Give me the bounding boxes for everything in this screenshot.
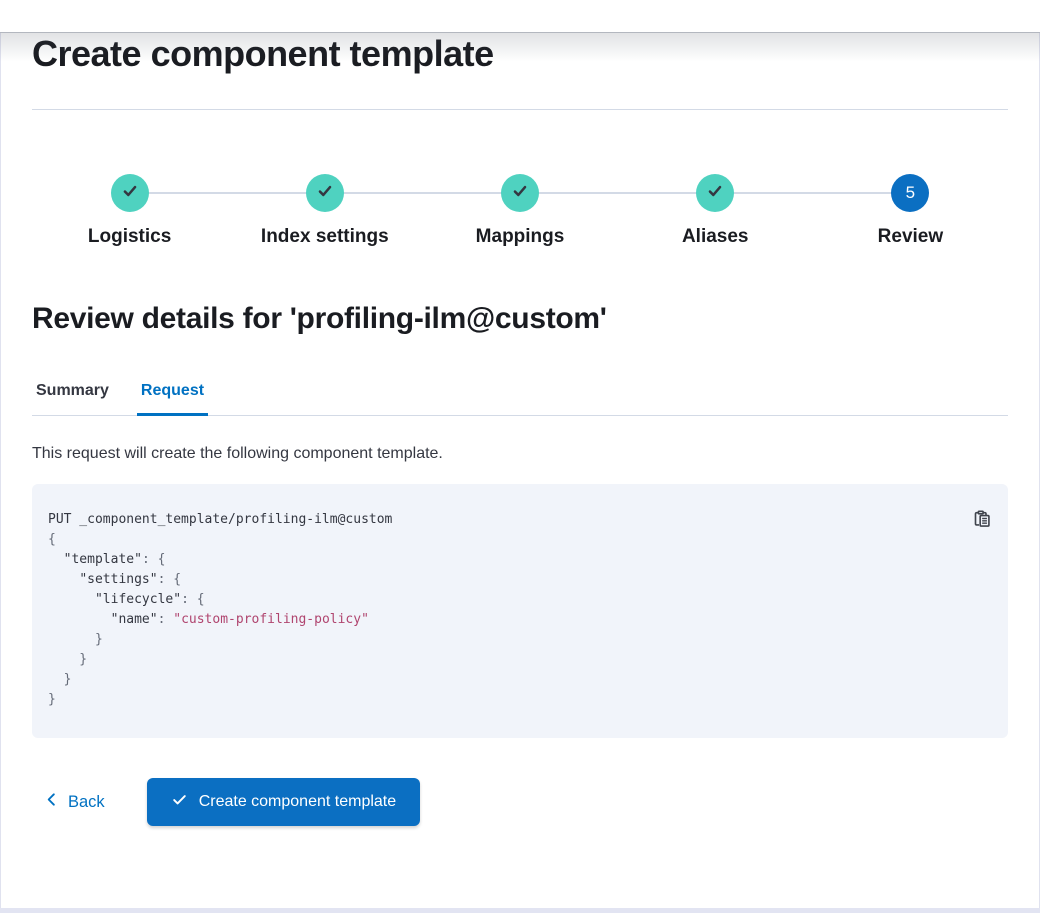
code-line: PUT _component_template/profiling-ilm@cu…: [48, 512, 393, 527]
code-line: }: [48, 692, 56, 707]
page-content: Create component template Logistics Inde…: [0, 32, 1040, 826]
request-code-block: PUT _component_template/profiling-ilm@cu…: [32, 484, 1008, 738]
check-icon: [511, 182, 529, 205]
review-heading: Review details for 'profiling-ilm@custom…: [32, 302, 607, 335]
title-divider: [32, 109, 1008, 110]
step-complete-indicator: [305, 174, 344, 212]
step-review[interactable]: 5 Review: [813, 174, 1008, 248]
step-index-settings[interactable]: Index settings: [227, 174, 422, 248]
footer-actions: Back Create component template: [32, 778, 1008, 826]
code-line: }: [48, 652, 88, 667]
step-number-indicator: 5: [891, 174, 930, 212]
step-label: Index settings: [260, 226, 389, 247]
code-line: }: [48, 632, 103, 647]
check-icon: [121, 182, 139, 205]
code-line: "name": "custom-profiling-policy": [110, 612, 369, 627]
create-component-template-button[interactable]: Create component template: [146, 778, 421, 826]
tab-request[interactable]: Request: [136, 378, 209, 416]
step-logistics[interactable]: Logistics: [32, 174, 227, 248]
back-button[interactable]: Back: [44, 792, 105, 812]
chevron-left-icon: [44, 792, 59, 812]
left-edge-border: [0, 32, 1, 913]
step-label: Aliases: [681, 226, 749, 247]
code-lines: PUT _component_template/profiling-ilm@cu…: [48, 510, 992, 710]
page-title: Create component template: [32, 33, 494, 74]
step-label: Mappings: [475, 226, 565, 247]
copy-clipboard-icon: [972, 508, 993, 532]
check-icon: [316, 182, 334, 205]
step-mappings[interactable]: Mappings: [422, 174, 617, 248]
bottom-strip: [0, 908, 1040, 913]
step-complete-indicator: [696, 174, 735, 212]
code-line: "settings": {: [79, 572, 182, 587]
copy-button[interactable]: [970, 508, 994, 532]
check-icon: [171, 791, 188, 813]
request-description: This request will create the following c…: [32, 445, 443, 462]
check-icon: [706, 182, 724, 205]
code-line: "template": {: [63, 552, 166, 567]
code-line: "lifecycle": {: [94, 592, 205, 607]
step-aliases[interactable]: Aliases: [618, 174, 813, 248]
code-line: {: [48, 532, 56, 547]
step-complete-indicator: [110, 174, 149, 212]
create-button-label: Create component template: [198, 793, 397, 810]
tabs: Summary Request: [32, 378, 1008, 416]
step-label: Logistics: [87, 226, 172, 247]
stepper: Logistics Index settings Mappings: [32, 174, 1008, 248]
step-label: Review: [877, 226, 944, 247]
step-complete-indicator: [501, 174, 539, 212]
code-line: }: [48, 672, 72, 687]
tab-summary[interactable]: Summary: [32, 378, 113, 416]
back-button-label: Back: [68, 792, 105, 811]
